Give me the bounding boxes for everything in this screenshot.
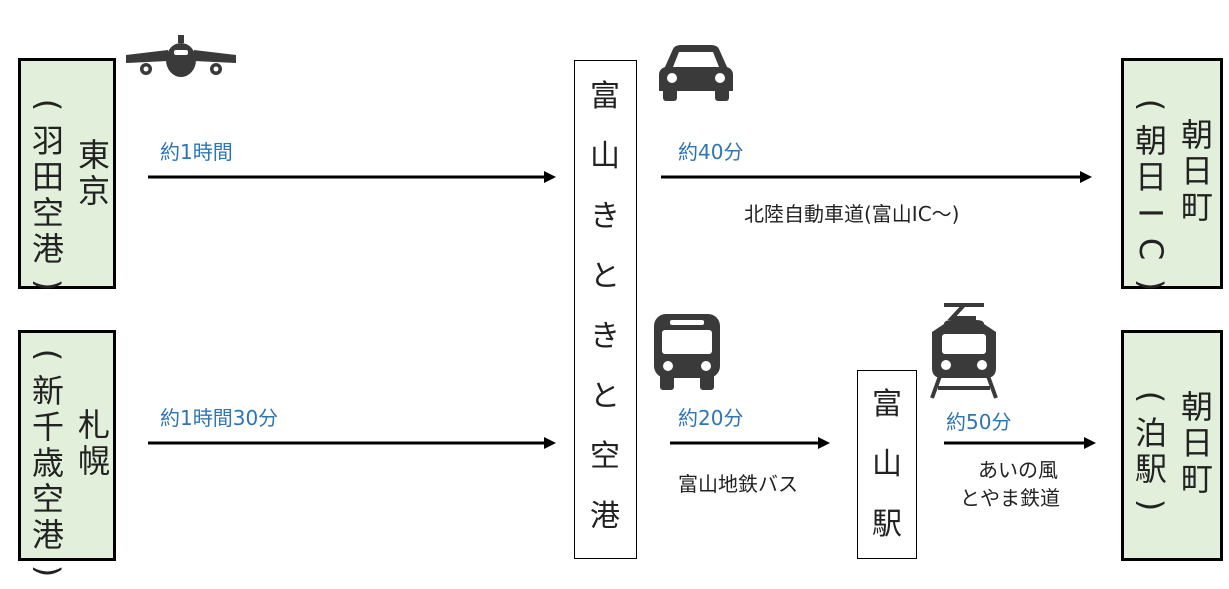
vertical-char: 山 <box>590 139 620 174</box>
vertical-char: 空 <box>31 480 64 518</box>
arrow-tokyo-to-airport <box>148 171 556 183</box>
vertical-char: 港 <box>31 516 64 554</box>
tomari-sub-label: (泊駅) <box>1132 379 1170 523</box>
vertical-char: 新 <box>31 372 64 410</box>
sapporo-flight-time: 約1時間30分 <box>160 406 279 430</box>
vertical-char: 札 <box>77 406 110 444</box>
vertical-char: き <box>590 199 620 234</box>
arrow-station-to-tomari <box>944 437 1096 449</box>
vertical-char: 京 <box>77 172 110 210</box>
vertical-char: 富 <box>590 79 620 114</box>
vertical-char: と <box>590 259 620 294</box>
arrow-sapporo-to-airport <box>148 437 556 449</box>
tokyo-city-label: 東京 <box>75 137 113 209</box>
vertical-char: 富 <box>872 387 902 422</box>
vertical-char: 日 <box>1180 152 1213 190</box>
destination-box-tomari: (泊駅) 朝日町 <box>1121 330 1223 561</box>
vertical-char: 朝 <box>1134 122 1167 160</box>
vertical-char: と <box>590 379 620 414</box>
vertical-char: 町 <box>1180 188 1213 226</box>
vertical-char: 港 <box>590 499 620 534</box>
asahi-ic-name-label: 朝日町 <box>1178 117 1216 225</box>
car-route-label: 北陸自動車道(富山IC〜) <box>744 202 960 226</box>
bus-time: 約20分 <box>678 406 744 430</box>
vertical-char: 駅 <box>872 507 902 542</box>
vertical-char: 朝 <box>1180 116 1213 154</box>
sapporo-city-label: 札幌 <box>75 407 113 479</box>
vertical-char: 朝 <box>1180 388 1213 426</box>
tomari-name-label: 朝日町 <box>1178 389 1216 497</box>
vertical-char: 歳 <box>31 444 64 482</box>
vertical-char: 田 <box>31 158 64 196</box>
vertical-char: き <box>590 319 620 354</box>
vertical-char: 町 <box>1180 460 1213 498</box>
train-icon <box>930 303 998 399</box>
vertical-char: 羽 <box>31 122 64 160</box>
vertical-char: 空 <box>31 194 64 232</box>
train-route-line1: あいの風 <box>978 458 1058 482</box>
origin-box-sapporo: (新千歳空港) 札幌 <box>18 330 116 577</box>
vertical-char: 日 <box>1180 424 1213 462</box>
vertical-char: 日 <box>1134 158 1167 196</box>
bus-route-label: 富山地鉄バス <box>678 472 798 496</box>
arrow-airport-to-asahi-ic <box>661 171 1092 183</box>
car-icon <box>659 45 733 101</box>
hub-airport-label: 富山きときと空港 <box>585 67 625 547</box>
vertical-char: 千 <box>31 408 64 446</box>
vertical-char: 泊 <box>1134 414 1167 452</box>
toyama-station-box: 富山駅 <box>857 370 917 559</box>
hub-airport-box: 富山きときと空港 <box>574 60 637 559</box>
vertical-char: 駅 <box>1134 450 1167 488</box>
sapporo-airport-label: (新千歳空港) <box>29 337 67 589</box>
train-route-line2: とやま鉄道 <box>960 486 1060 510</box>
tokyo-airport-label: (羽田空港) <box>29 87 67 303</box>
arrow-airport-to-station <box>670 437 830 449</box>
vertical-char: 幌 <box>77 442 110 480</box>
train-time: 約50分 <box>946 410 1012 434</box>
tokyo-flight-time: 約1時間 <box>160 140 233 164</box>
vertical-char: 東 <box>77 136 110 174</box>
vertical-char: 港 <box>31 230 64 268</box>
toyama-station-label: 富山駅 <box>867 375 907 555</box>
vertical-char: 空 <box>590 439 620 474</box>
car-time: 約40分 <box>678 140 744 164</box>
origin-box-tokyo: (羽田空港) 東京 <box>18 58 116 291</box>
airplane-icon <box>126 35 236 77</box>
vertical-char: 山 <box>872 447 902 482</box>
bus-icon <box>654 314 720 390</box>
